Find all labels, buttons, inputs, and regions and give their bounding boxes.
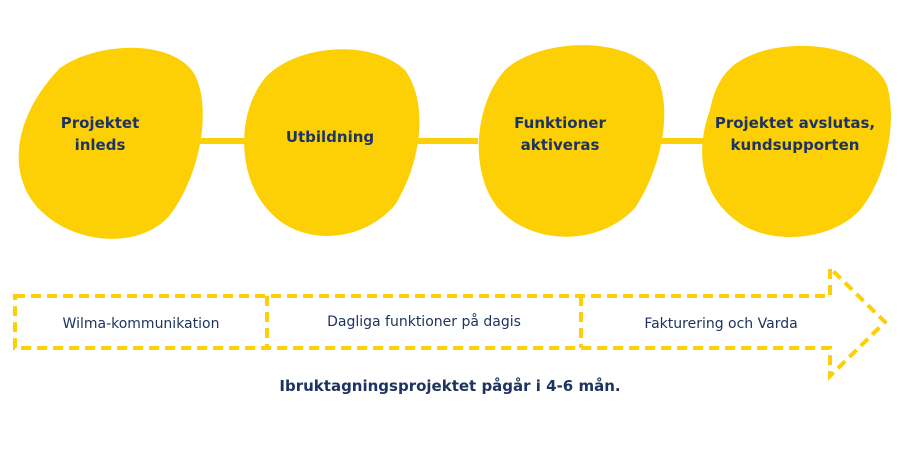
timeline-segment-1: Wilma-kommunikation xyxy=(62,316,220,332)
phase-label-2-line-1: Utbildning xyxy=(285,128,375,146)
phase-blob-4 xyxy=(702,45,891,238)
phase-label-1-line-2: inleds xyxy=(74,136,126,154)
phase-label-2: Utbildning xyxy=(270,126,390,148)
phase-blob-2 xyxy=(244,49,420,236)
phase-blob-3 xyxy=(478,45,665,237)
duration-caption: Ibruktagningsprojektet pågår i 4-6 mån. xyxy=(279,377,621,395)
timeline-arrow-outline xyxy=(13,263,888,381)
phase-blob-1 xyxy=(18,47,203,239)
phase-label-1: Projektet inleds xyxy=(40,112,160,156)
phase-label-4-line-1: Projektet avslutas, xyxy=(714,114,876,132)
phase-label-4: Projektet avslutas, kundsupporten xyxy=(700,112,890,156)
timeline-segment-3: Fakturering och Varda xyxy=(644,316,798,332)
phase-label-3: Funktioner aktiveras xyxy=(500,112,620,156)
phase-label-3-line-2: aktiveras xyxy=(520,136,600,154)
timeline-segment-2: Dagliga funktioner på dagis xyxy=(327,314,521,330)
phase-label-4-line-2: kundsupporten xyxy=(730,136,860,154)
phase-label-3-line-1: Funktioner xyxy=(514,114,606,132)
phase-label-1-line-1: Projektet xyxy=(60,114,140,132)
